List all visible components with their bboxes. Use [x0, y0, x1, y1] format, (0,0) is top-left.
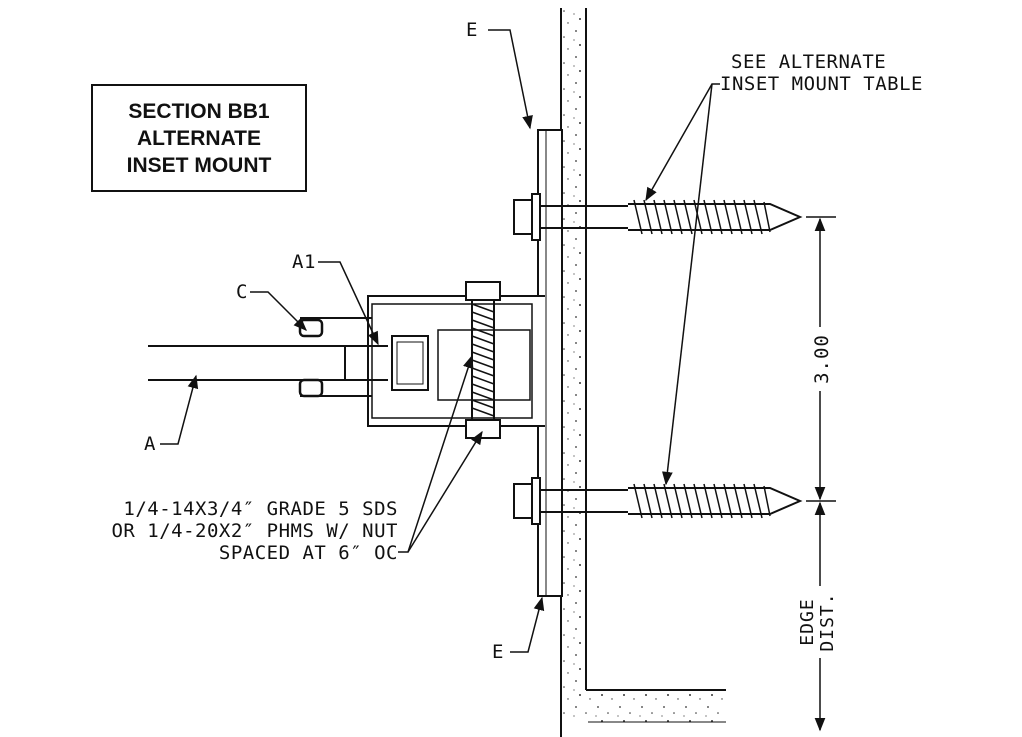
label-c: C	[236, 281, 248, 303]
edge-distance-label: EDGE DIST.	[797, 586, 842, 658]
frame-extrusion	[298, 295, 545, 427]
label-a: A	[144, 433, 156, 455]
wall-anchor-top	[513, 193, 803, 241]
wall-anchor-bottom	[513, 477, 803, 525]
section-title-box: SECTION BB1 ALTERNATE INSET MOUNT	[91, 84, 307, 192]
sds-screw	[465, 281, 501, 439]
see-table-note-line2: INSET MOUNT TABLE	[720, 73, 923, 95]
label-e-bottom: E	[492, 641, 504, 663]
section-title: SECTION BB1	[128, 99, 270, 123]
screw-note-line3: SPACED AT 6″ OC	[218, 542, 398, 564]
mounting-plate	[537, 129, 563, 597]
label-a1: A1	[292, 251, 316, 273]
leader-lines	[160, 29, 720, 653]
dimension-spacing-label: 3.00	[811, 327, 833, 391]
edge-distance-line1: EDGE	[797, 598, 818, 646]
concrete-wall	[560, 8, 726, 737]
section-subtitle-2: INSET MOUNT	[126, 153, 272, 177]
screw-note-line2: OR 1/4-20X2″ PHMS W/ NUT	[111, 520, 398, 542]
label-e-top: E	[466, 19, 478, 41]
section-subtitle: ALTERNATE	[136, 126, 262, 150]
edge-distance-line2: DIST.	[817, 592, 838, 652]
screw-note-line1: 1/4-14X3/4″ GRADE 5 SDS	[123, 498, 398, 520]
panel-a	[148, 345, 388, 381]
see-table-note-line1: SEE ALTERNATE	[731, 51, 887, 73]
